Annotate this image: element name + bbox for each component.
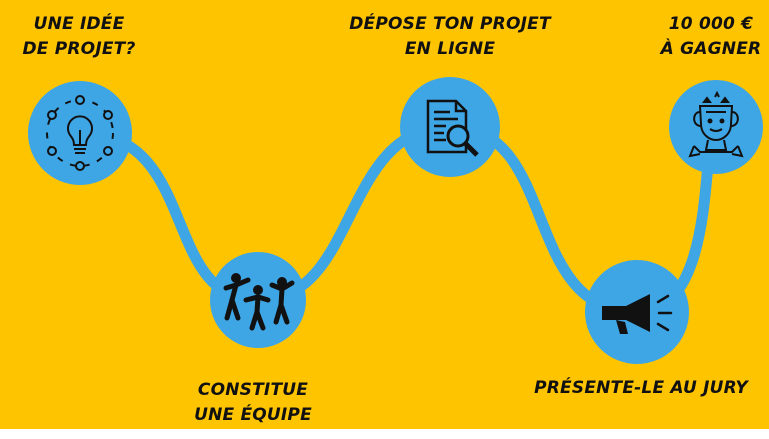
- step-document-line-1: DÉPOSE TON PROJET: [349, 14, 551, 34]
- winner-trophy-icon: [688, 90, 744, 158]
- step-document-node: [400, 77, 500, 177]
- step-idea-node: [28, 81, 132, 185]
- document-search-icon: [426, 99, 479, 157]
- step-prize-node: [669, 80, 763, 174]
- step-present-label: PRÉSENTE-LE AU JURY: [526, 376, 756, 401]
- step-prize-line-1: 10 000 €: [668, 14, 754, 34]
- step-document-line-2: EN LIGNE: [404, 38, 496, 59]
- step-idea-line-1: UNE IDÉE: [33, 14, 125, 34]
- step-present-node: [585, 260, 689, 364]
- step-idea-line-2: DE PROJET?: [22, 38, 136, 59]
- step-team-line-2: UNE ÉQUIPE: [194, 404, 312, 425]
- step-present-line-1: PRÉSENTE-LE AU JURY: [534, 378, 748, 398]
- step-document-label: DÉPOSE TON PROJET EN LIGNE: [340, 12, 560, 61]
- lightbulb-network-icon: [46, 95, 114, 171]
- step-team-node: [210, 252, 306, 348]
- step-team-line-1: CONSTITUE: [197, 380, 309, 400]
- team-people-icon: [223, 273, 295, 331]
- step-team-label: CONSTITUE UNE ÉQUIPE: [188, 378, 318, 427]
- step-prize-line-2: À GAGNER: [660, 38, 762, 59]
- step-idea-label: UNE IDÉE DE PROJET?: [4, 12, 154, 61]
- step-prize-label: 10 000 € À GAGNER: [655, 12, 767, 61]
- megaphone-icon: [602, 294, 673, 334]
